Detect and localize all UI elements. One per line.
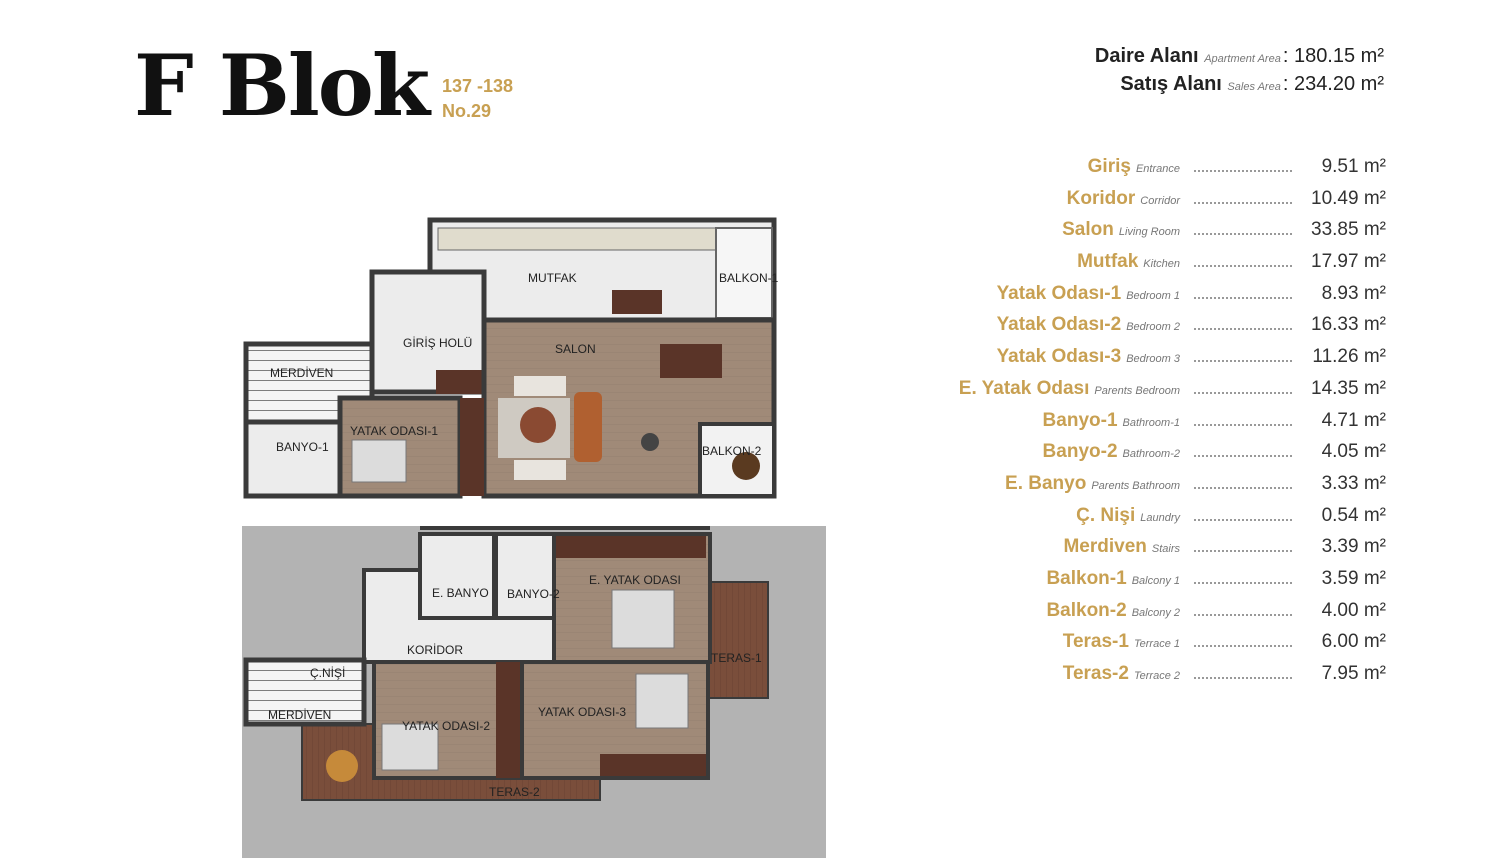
dotted-leader [1194,322,1292,331]
unit-info: 137 -138 No.29 [442,74,513,124]
wardrobe-3 [600,754,706,776]
sofa [574,392,602,462]
page-title: F Blok [134,36,430,135]
dotted-leader [1194,513,1292,521]
label-bedroom-1: YATAK ODASI-1 [350,424,438,438]
unit-door-number: No.29 [442,101,492,121]
bed-3 [635,673,689,729]
bed-parents [611,589,675,649]
stairs-lower [243,657,367,727]
dotted-leader [1194,291,1292,299]
upper-floor [243,217,777,499]
wall [420,526,710,530]
sales-area: Satış Alanı Sales Area: 234.20 m² [1120,73,1384,95]
parents-bathroom [418,532,496,620]
label-parents-bedroom: E. YATAK ODASI [589,573,681,587]
dotted-leader [1194,196,1292,204]
dotted-leader [1194,354,1292,363]
label-corridor: KORİDOR [407,643,463,657]
dining-table [660,344,722,378]
terrace-1-area [707,581,769,699]
label-bathroom-2: BANYO-2 [507,587,560,601]
dotted-leader [1194,164,1292,172]
floor-plan: MUTFAK BALKON-1 GİRİŞ HOLÜ SALON MERDİVE… [230,210,840,860]
bathroom-1 [243,419,343,499]
kitchen-table [612,290,662,314]
wardrobe-2 [496,662,520,778]
bed-1 [351,439,407,483]
lower-floor [242,526,826,858]
dotted-leader [1194,671,1292,679]
label-balcony-1: BALKON-1 [719,271,779,285]
armchair-bottom [514,460,566,480]
dotted-leader [1194,639,1292,648]
label-parents-bathroom: E. BANYO [432,586,489,600]
side-table [641,433,659,451]
unit-numbers: 137 -138 [442,76,514,96]
entrance-cabinet [436,370,482,394]
label-balcony-2: BALKON-2 [702,444,762,458]
dotted-leader [1194,449,1292,458]
label-stairs-upper: MERDİVEN [270,366,333,380]
label-laundry: Ç.NİŞİ [310,666,345,680]
balcony-1-area [715,227,773,319]
label-terrace-2: TERAS-2 [489,785,540,799]
dotted-leader [1194,227,1292,236]
label-bedroom-3: YATAK ODASI-3 [538,705,626,719]
dotted-leader [1194,481,1292,489]
label-entrance-hall: GİRİŞ HOLÜ [403,336,472,350]
coffee-table [520,407,556,443]
label-bedroom-2: YATAK ODASI-2 [402,719,490,733]
balcony-table [732,452,760,480]
terrace-table [326,750,358,782]
dotted-leader [1194,544,1292,553]
area-summary: Daire Alanı Apartment Area: 180.15 m² Sa… [1095,44,1384,100]
dotted-leader [1194,386,1292,394]
dotted-leader [1194,608,1292,616]
apartment-area: Daire Alanı Apartment Area: 180.15 m² [1094,45,1384,67]
label-stairs-lower: MERDİVEN [268,708,331,722]
label-living-room: SALON [555,342,596,356]
bathroom-2 [494,532,556,620]
dotted-leader [1194,576,1292,584]
dotted-leader [1194,259,1292,268]
label-terrace-1: TERAS-1 [711,651,762,665]
armchair-top [514,376,566,396]
bed-2 [381,723,439,771]
floor-plan-drawing: MUTFAK BALKON-1 GİRİŞ HOLÜ SALON MERDİVE… [242,217,826,858]
wardrobe-1 [460,398,484,496]
label-kitchen: MUTFAK [528,271,577,285]
kitchen-counter [437,227,717,251]
dotted-leader [1194,418,1292,426]
wardrobe-parents [556,536,706,558]
label-bathroom-1: BANYO-1 [276,440,329,454]
